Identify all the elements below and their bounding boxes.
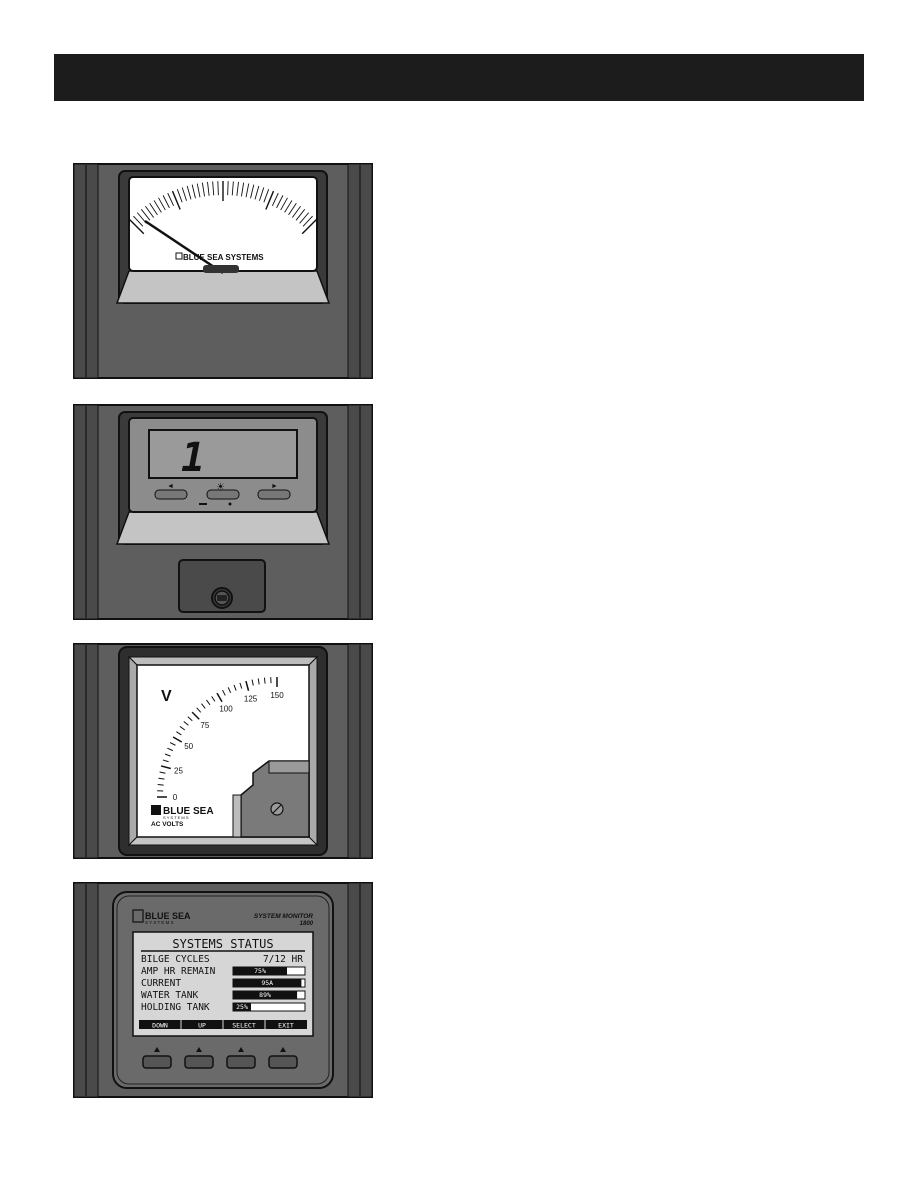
right-arrow-icon: ► xyxy=(271,483,278,490)
digital-meter-drawing: 1 ◄ ☀ ► xyxy=(73,404,373,620)
analog-tick xyxy=(228,181,229,195)
status-bar-value: 25% xyxy=(236,1003,248,1011)
ac-voltmeter-panel: 0255075100125150 V BLUE SEA S Y S T E M … xyxy=(73,643,373,859)
softkey-button[interactable] xyxy=(227,1056,255,1068)
lcd-digit: 1 xyxy=(181,435,205,481)
monitor-model-line2: 1800 xyxy=(300,921,314,927)
analog-meter-drawing: BLUE SEA SYSTEMS xyxy=(73,163,373,379)
system-monitor-panel: BLUE SEA S Y S T E M S SYSTEM MONITOR 18… xyxy=(73,882,373,1098)
volt-tick-label: 50 xyxy=(184,742,193,751)
status-bar-value: 75% xyxy=(254,967,266,975)
softkey-button[interactable] xyxy=(143,1056,171,1068)
volt-tick-label: 25 xyxy=(174,767,183,776)
volt-tick-label: 75 xyxy=(200,721,209,730)
status-bar-value: 95A xyxy=(261,979,273,987)
softkey-label: EXIT xyxy=(278,1022,294,1030)
volt-brand-logo-icon xyxy=(151,805,161,815)
analog-brand: BLUE SEA SYSTEMS xyxy=(183,253,264,262)
switch-slot-icon xyxy=(217,595,227,601)
volt-tick-label: 100 xyxy=(219,705,233,714)
status-row-label: BILGE CYCLES xyxy=(141,954,210,965)
minus-mark xyxy=(199,503,207,505)
monitor-model-line1: SYSTEM MONITOR xyxy=(254,913,313,920)
volt-tick xyxy=(264,678,265,684)
analog-meter-panel: BLUE SEA SYSTEMS xyxy=(73,163,373,379)
status-row-label: WATER TANK xyxy=(141,990,198,1001)
volt-tick-label: 150 xyxy=(270,691,284,700)
header-bar xyxy=(54,54,864,101)
status-row-label: HOLDING TANK xyxy=(141,1002,210,1013)
softkey-button[interactable] xyxy=(185,1056,213,1068)
softkey-label: UP xyxy=(198,1022,206,1030)
right-button[interactable] xyxy=(258,490,290,499)
screen-title: SYSTEMS STATUS xyxy=(172,937,273,951)
lcd-window xyxy=(149,430,297,478)
volt-tick-label: 125 xyxy=(244,694,258,703)
status-bar-value: 89% xyxy=(259,991,271,999)
needle-pivot xyxy=(203,265,239,273)
volt-meter-type: AC VOLTS xyxy=(151,821,184,828)
volt-tick xyxy=(158,784,164,785)
softkey-button[interactable] xyxy=(269,1056,297,1068)
left-button[interactable] xyxy=(155,490,187,499)
softkey-label: DOWN xyxy=(152,1022,168,1030)
status-row-label: CURRENT xyxy=(141,978,181,989)
left-arrow-icon: ◄ xyxy=(167,483,174,490)
system-monitor-drawing: BLUE SEA S Y S T E M S SYSTEM MONITOR 18… xyxy=(73,882,373,1098)
softkey-label: SELECT xyxy=(232,1022,256,1030)
digital-meter-panel: 1 ◄ ☀ ► xyxy=(73,404,373,620)
dot-mark xyxy=(229,503,232,506)
monitor-brand-line2: S Y S T E M S xyxy=(145,920,174,925)
volt-brand-line2: S Y S T E M S xyxy=(163,815,189,820)
volt-unit-symbol: V xyxy=(161,688,172,705)
status-row-label: AMP HR REMAIN xyxy=(141,966,216,977)
analog-tick xyxy=(218,181,219,195)
backlight-button[interactable] xyxy=(207,490,239,499)
volt-tick-label: 0 xyxy=(173,793,178,802)
status-row-value: 7/12 HR xyxy=(263,954,303,965)
